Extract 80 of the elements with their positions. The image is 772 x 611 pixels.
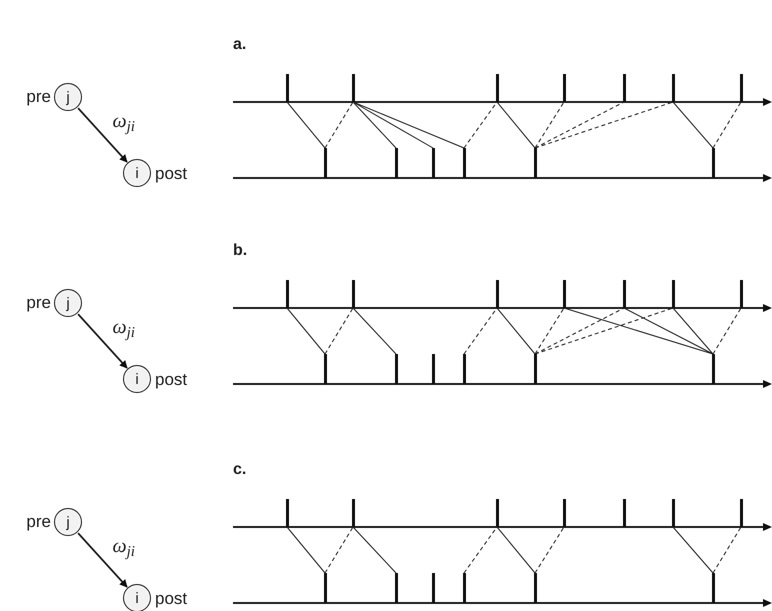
spike-mark xyxy=(534,354,536,384)
connector-line xyxy=(534,526,564,574)
connector-line xyxy=(352,102,396,148)
arrow xyxy=(77,108,128,163)
connector-line xyxy=(534,102,674,148)
spike-mark xyxy=(462,354,466,384)
spike-mark xyxy=(462,573,466,603)
connector-line xyxy=(534,308,674,354)
neuron-label: pre xyxy=(26,513,51,530)
arrow xyxy=(77,532,128,588)
spike-mark xyxy=(672,74,674,102)
connector-line xyxy=(352,102,434,148)
panel-label: c. xyxy=(233,462,246,478)
spike-mark xyxy=(286,74,288,102)
spike-mark xyxy=(352,280,354,308)
spike-mark xyxy=(496,280,498,308)
connector-line xyxy=(496,526,536,574)
connector-line xyxy=(286,526,326,574)
connector-line xyxy=(564,308,714,354)
connector-line xyxy=(672,102,714,148)
connector-line xyxy=(496,102,536,148)
panel-label: a. xyxy=(233,37,246,53)
connector-line xyxy=(672,526,714,574)
spike-mark xyxy=(672,499,674,527)
spike-mark xyxy=(432,354,434,384)
connector-line xyxy=(352,102,464,148)
spike-mark xyxy=(672,280,674,308)
connector-line xyxy=(712,526,742,574)
connector-line xyxy=(712,308,742,354)
connector-line xyxy=(324,308,354,354)
neuron-label: post xyxy=(155,371,188,388)
spike-mark xyxy=(622,74,626,102)
spike-mark xyxy=(562,74,566,102)
spike-mark xyxy=(432,573,434,603)
connector-line xyxy=(624,308,714,354)
neuron-label: post xyxy=(155,590,188,607)
neuron-label: pre xyxy=(26,294,51,311)
spike-mark xyxy=(432,148,434,178)
connector-line xyxy=(712,102,742,148)
spike-mark xyxy=(622,499,626,527)
spike-mark xyxy=(534,573,536,603)
spike-mark xyxy=(496,499,498,527)
spike-mark xyxy=(394,354,398,384)
spike-mark xyxy=(286,280,288,308)
connector-line xyxy=(352,308,396,354)
connector-line xyxy=(534,102,564,148)
neuron-label: pre xyxy=(26,88,51,105)
spike-mark xyxy=(352,499,354,527)
connector-line xyxy=(534,308,624,354)
spike-mark xyxy=(712,148,714,178)
spike-mark xyxy=(496,74,498,102)
spike-mark xyxy=(712,573,714,603)
connector-line xyxy=(534,102,624,148)
spike-mark xyxy=(462,148,466,178)
connector-line xyxy=(286,308,326,354)
spike-mark xyxy=(562,280,566,308)
connector-line xyxy=(496,308,536,354)
spike-mark xyxy=(740,74,742,102)
spike-mark xyxy=(740,280,742,308)
spike-mark xyxy=(562,499,566,527)
spike-mark xyxy=(622,280,626,308)
spike-mark xyxy=(394,148,398,178)
connector-line xyxy=(672,308,714,354)
spike-mark xyxy=(286,499,288,527)
spike-mark xyxy=(352,74,354,102)
arrow xyxy=(77,314,128,369)
spike-mark xyxy=(324,354,326,384)
connector-line xyxy=(324,526,354,574)
connector-line xyxy=(534,308,564,354)
connector-line xyxy=(286,102,326,148)
spike-mark xyxy=(324,148,326,178)
spike-mark xyxy=(534,148,536,178)
connector-line xyxy=(324,102,354,148)
spike-mark xyxy=(740,499,742,527)
spike-mark xyxy=(324,573,326,603)
neuron-label: post xyxy=(155,165,188,182)
panel-label: b. xyxy=(233,243,248,259)
spike-mark xyxy=(394,573,398,603)
connector-line xyxy=(352,526,396,574)
spike-mark xyxy=(712,354,714,384)
